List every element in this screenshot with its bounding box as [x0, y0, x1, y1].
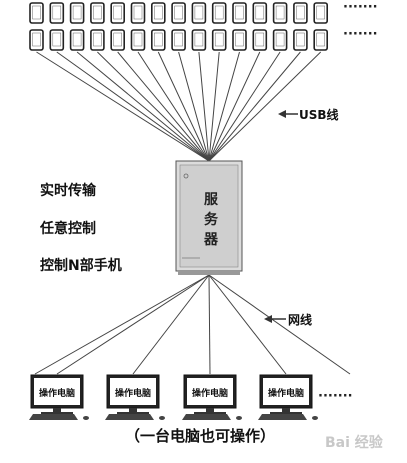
server-label-char-3: 器 — [203, 232, 219, 248]
network-cable — [34, 274, 210, 375]
network-arrowhead-icon — [264, 315, 272, 323]
phone-icon — [29, 2, 44, 24]
phone-icon — [191, 2, 207, 24]
feature-arbitrary-control: 任意控制 — [39, 220, 96, 237]
phone-icon — [232, 2, 247, 24]
usb-cable — [208, 51, 261, 162]
usb-cable — [97, 51, 210, 162]
usb-cable — [56, 51, 210, 162]
pc-screen-label: 操作电脑 — [192, 387, 228, 399]
server-label-char-1: 服 — [204, 192, 219, 208]
phone-icon — [69, 2, 85, 24]
pc-row: 操作电脑 操作电脑 操作电脑 操作电脑 — [29, 374, 318, 420]
phone-icon — [151, 29, 166, 51]
pc-computer-icon: 操作电脑 — [182, 374, 242, 420]
pc-screen-label: 操作电脑 — [39, 387, 75, 399]
phone-icon — [293, 2, 308, 24]
network-label: 网线 — [288, 312, 312, 327]
usb-label: USB线 — [299, 107, 339, 122]
phone-icon — [69, 29, 85, 51]
mouse-icon — [312, 416, 318, 420]
network-cable — [132, 274, 210, 375]
mouse-icon — [83, 416, 89, 420]
phone-icon — [130, 2, 146, 24]
feature-list: 实时传输 任意控制 控制N部手机 — [39, 182, 122, 274]
usb-cable — [157, 51, 210, 162]
network-cable — [208, 274, 211, 375]
phone-icon — [272, 2, 288, 24]
server-label-char-2: 务 — [204, 211, 219, 228]
phone-icon — [110, 2, 125, 24]
network-cable-lines — [34, 274, 351, 375]
server: 服 务 器 — [175, 160, 243, 275]
phone-icon — [191, 29, 207, 51]
phone-icon — [313, 29, 329, 51]
phone-icon — [130, 29, 146, 51]
pc-row-ellipsis: ······· — [318, 389, 353, 404]
pc-computer-icon: 操作电脑 — [258, 374, 318, 420]
phone-icon — [90, 29, 105, 51]
phone-icon — [151, 2, 166, 24]
phone-icon — [211, 2, 227, 24]
phone-icon — [49, 2, 65, 24]
phone-icon — [232, 29, 247, 51]
mouse-icon — [236, 416, 242, 420]
keyboard-icon — [29, 414, 78, 420]
phone-icon — [272, 29, 288, 51]
phone-icon — [171, 2, 186, 24]
network-cable — [208, 274, 351, 375]
usb-cable-lines — [36, 51, 322, 162]
usb-cable — [117, 51, 210, 162]
phone-icon — [29, 29, 44, 51]
network-label-group: 网线 — [264, 312, 312, 327]
usb-cable — [208, 51, 301, 162]
usb-cable — [198, 51, 210, 162]
phone-icon — [252, 29, 268, 51]
pc-screen-label: 操作电脑 — [268, 387, 304, 399]
pc-computer-icon: 操作电脑 — [105, 374, 165, 420]
phone-icon — [313, 2, 329, 24]
keyboard-icon — [105, 414, 154, 420]
server-power-icon — [183, 173, 189, 179]
usb-label-group: USB线 — [278, 107, 339, 122]
phone-icon — [171, 29, 186, 51]
watermark-logo: Bai 经验 — [325, 434, 384, 451]
usb-cable — [178, 51, 210, 162]
usb-cable — [208, 51, 240, 162]
usb-cable — [137, 51, 210, 162]
usb-cable — [36, 51, 210, 162]
phone-icon — [252, 2, 268, 24]
phone-icon — [293, 29, 308, 51]
network-cable — [56, 274, 210, 375]
usb-cable — [208, 51, 281, 162]
phone-row-1-ellipsis: ······· — [343, 0, 378, 15]
feature-realtime-transfer: 实时传输 — [40, 182, 97, 199]
network-cable — [208, 274, 287, 375]
phone-icon — [90, 2, 105, 24]
phone-icon — [211, 29, 227, 51]
pc-screen-label: 操作电脑 — [115, 387, 151, 399]
server-front-panel — [179, 164, 239, 268]
server-foot — [178, 271, 240, 275]
usb-cable — [208, 51, 322, 162]
usb-cable — [76, 51, 210, 162]
phone-icon — [49, 29, 65, 51]
feature-control-n-phones: 控制N部手机 — [40, 257, 122, 274]
phone-icon — [110, 29, 125, 51]
phone-grid — [29, 2, 329, 51]
keyboard-icon — [182, 414, 231, 420]
mouse-icon — [159, 416, 165, 420]
caption: （一台电脑也可操作） — [125, 427, 275, 445]
phone-row-2-ellipsis: ······· — [343, 27, 378, 42]
keyboard-icon — [258, 414, 307, 420]
usb-arrowhead-icon — [278, 110, 286, 118]
pc-computer-icon: 操作电脑 — [29, 374, 89, 420]
usb-cable — [208, 51, 220, 162]
